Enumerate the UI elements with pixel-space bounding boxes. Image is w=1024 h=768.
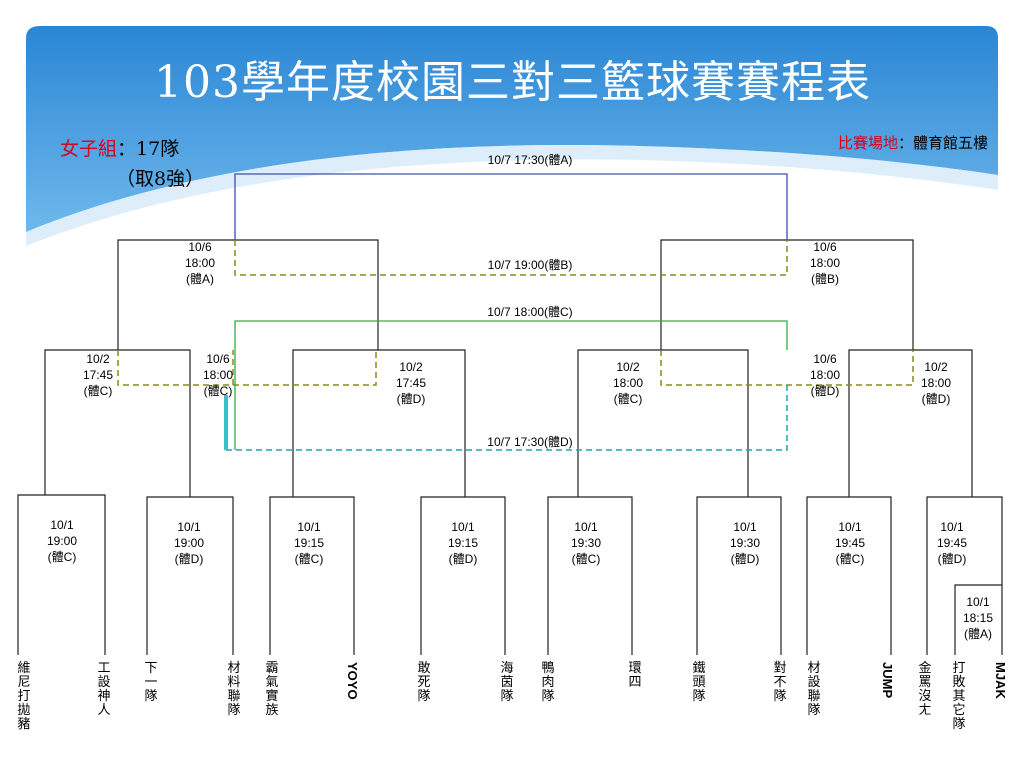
team-name: 環四	[628, 661, 642, 690]
teal-dashed-line	[226, 385, 788, 451]
team-name: 對不隊	[773, 661, 787, 704]
group-label: 女子組	[60, 138, 118, 160]
group-count: ：17隊	[117, 138, 180, 160]
olive-label: 10/7 19:00(體B)	[488, 258, 573, 272]
round3-lines	[117, 239, 914, 350]
team-name: 鴨肉隊	[541, 661, 555, 704]
team-name: 霸氣實族	[265, 661, 279, 718]
r1-box-6	[696, 496, 782, 655]
team-name: 材設聯隊	[807, 661, 821, 718]
teal-label: 10/7 17:30(體D)	[487, 435, 572, 449]
team-name: 敢死隊	[417, 661, 431, 704]
r1-box-5	[547, 496, 633, 655]
banner-swoosh	[26, 144, 998, 246]
team-name: MJAK	[993, 662, 1008, 699]
r3-box-1	[117, 239, 379, 350]
green-label: 10/7 18:00(體C)	[487, 305, 572, 319]
r2-box-3	[577, 349, 749, 497]
team-name: 打敗其它隊	[952, 661, 966, 732]
r1-box-3	[269, 496, 355, 655]
r1-box-8	[926, 496, 1003, 655]
green-line	[234, 320, 788, 450]
team-name: 海茵隊	[500, 661, 514, 704]
round1-lines	[17, 494, 1003, 655]
r1-box-4	[420, 496, 506, 655]
team-name: 金罵沒ㄤ	[918, 661, 932, 718]
team-name: 材料聯隊	[227, 661, 241, 718]
venue-label: 比賽場地	[837, 134, 898, 152]
team-name: 下一隊	[144, 661, 158, 704]
team-name: 鐵頭隊	[692, 661, 706, 704]
title-banner	[26, 26, 998, 232]
group-info: 女子組：17隊	[60, 135, 179, 163]
r1-box-9	[954, 584, 1003, 655]
r1-box-1	[17, 494, 106, 655]
team-name: YOYO	[345, 662, 360, 700]
final-label: 10/7 17:30(體A)	[488, 153, 573, 167]
venue-value: ：體育館五樓	[897, 134, 988, 152]
team-name: JUMP	[880, 662, 895, 699]
team-name: 工設神人	[97, 661, 111, 718]
r2-box-2	[292, 349, 466, 497]
quota-text: （取8強）	[116, 168, 205, 190]
final-line	[234, 173, 788, 240]
venue-info: 比賽場地：體育館五樓	[838, 132, 988, 153]
round2-lines	[44, 349, 973, 497]
page-title: 103學年度校園三對三籃球賽賽程表	[154, 57, 871, 108]
match-labels: 10/7 17:30(體A) 10/7 19:00(體B) 10/7 18:00…	[47, 153, 993, 641]
r2-box-4	[848, 349, 973, 497]
team-name: 維尼打拋豬	[17, 661, 31, 732]
